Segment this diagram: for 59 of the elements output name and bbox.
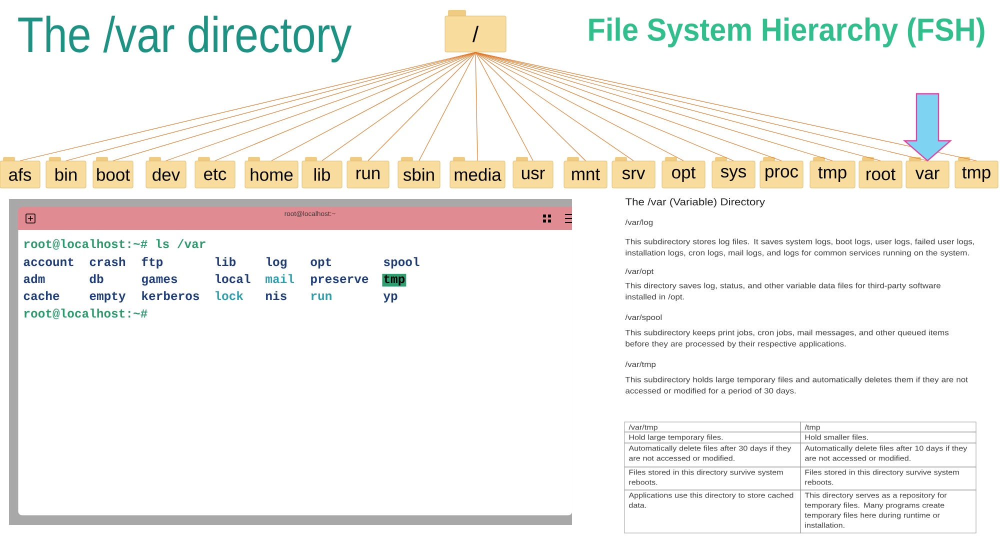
command-line: root@localhost:~# ls /var [24,239,206,250]
folder: boot [92,157,134,188]
connector-line [475,52,534,162]
folder: sys [712,157,756,188]
directory-name: local [216,274,250,284]
directory-name: yp [383,293,398,303]
connector-line [475,52,734,162]
directory-name: opt [310,258,331,269]
folder: bin [46,157,86,188]
directory-name: lock [216,291,244,300]
directory-name: nis [266,291,286,300]
folder: srv [612,157,656,188]
folder: / [444,10,506,52]
folder: opt [662,157,706,188]
directory-name: account [24,258,74,266]
folder: media [450,157,506,188]
connector-line [475,52,478,162]
folder: etc [194,157,236,188]
folder: root [858,157,902,188]
directory-name: tmp [382,274,406,287]
connector-line [475,52,586,162]
directory-name: empty [90,292,126,303]
connector-line [475,52,634,162]
connector-line [271,52,476,162]
command-line: root@localhost:~# [24,308,148,320]
directory-name: preserve [311,276,368,286]
folder: tmp [954,157,998,188]
directory-name: db [90,274,104,284]
directory-name: log [266,257,286,269]
directory-name: kerberos [142,291,200,300]
folder: afs [0,157,40,188]
heading: File System Hierarchy (FSH) [589,18,984,48]
directory-name: ftp [142,256,163,269]
directory-name: run [311,293,332,300]
directory-name: cache [24,291,60,300]
folder: var [906,157,950,188]
directory-name: spool [384,257,420,269]
folder: sbin [398,157,440,188]
connector-line [322,52,476,162]
connector-line [368,52,476,162]
directory-name: crash [90,257,126,266]
directory-name: adm [24,274,45,284]
folder: tmp [810,157,856,188]
folder: dev [146,157,186,188]
folder: lib [302,157,342,188]
folder: run [346,157,390,188]
block-arrow [902,93,952,162]
title: The /var directory [18,16,352,62]
connector-line [214,52,476,162]
folder: usr [512,157,554,188]
folder: proc [760,157,804,188]
connector-line [475,52,684,162]
folder: home [244,157,298,188]
directory-name: mail [266,274,294,284]
directory-name: lib [216,257,236,266]
connector-line [418,52,476,162]
folder: mnt [564,157,608,188]
directory-name: games [142,276,178,286]
document-title: The /var (Variable) Directory [625,198,765,208]
